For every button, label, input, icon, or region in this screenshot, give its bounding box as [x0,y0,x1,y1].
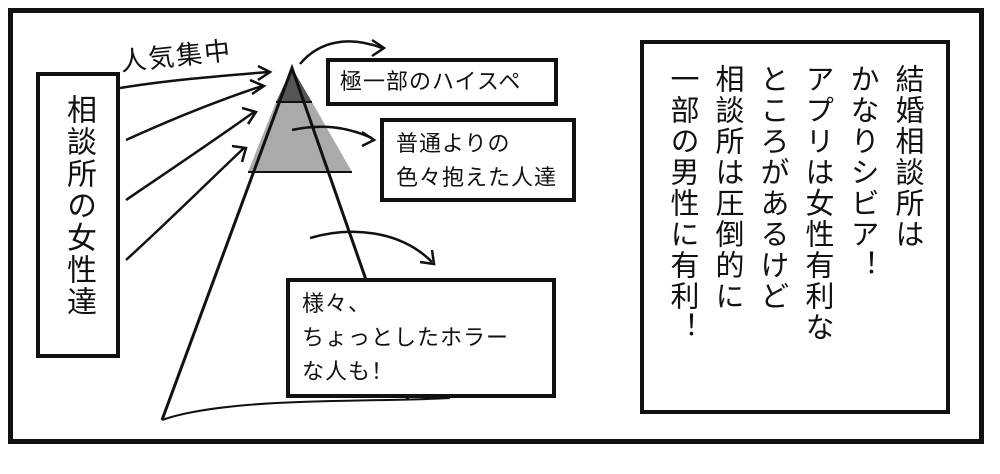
right-text: 結婚相談所は かなりシビア！ アプリは女性有利な ところがあるけど 相談所は圧倒… [666,64,925,343]
bottom-tier-label: 様々、 ちょっとしたホラー な人も！ [302,292,510,385]
right-text-box: 結婚相談所は かなりシビア！ アプリは女性有利な ところがあるけど 相談所は圧倒… [640,40,950,414]
top-tier-label: 極一部のハイスペ [340,70,522,95]
bottom-tier-label-box: 様々、 ちょっとしたホラー な人も！ [286,278,556,398]
left-label-box: 相談所の女性達 [36,72,120,358]
middle-tier-label-box: 普通よりの 色々抱えた人達 [380,118,576,202]
middle-tier-label: 普通よりの 色々抱えた人達 [396,132,558,191]
pyramid-base [161,397,451,421]
arrows-to-labels [291,38,436,266]
pyramid-middle-tier [248,102,352,172]
arrows-into-pyramid [119,64,273,261]
pyramid-top-tier [276,68,312,102]
left-label: 相談所の女性達 [61,94,96,318]
top-tier-label-box: 極一部のハイスペ [326,58,558,106]
